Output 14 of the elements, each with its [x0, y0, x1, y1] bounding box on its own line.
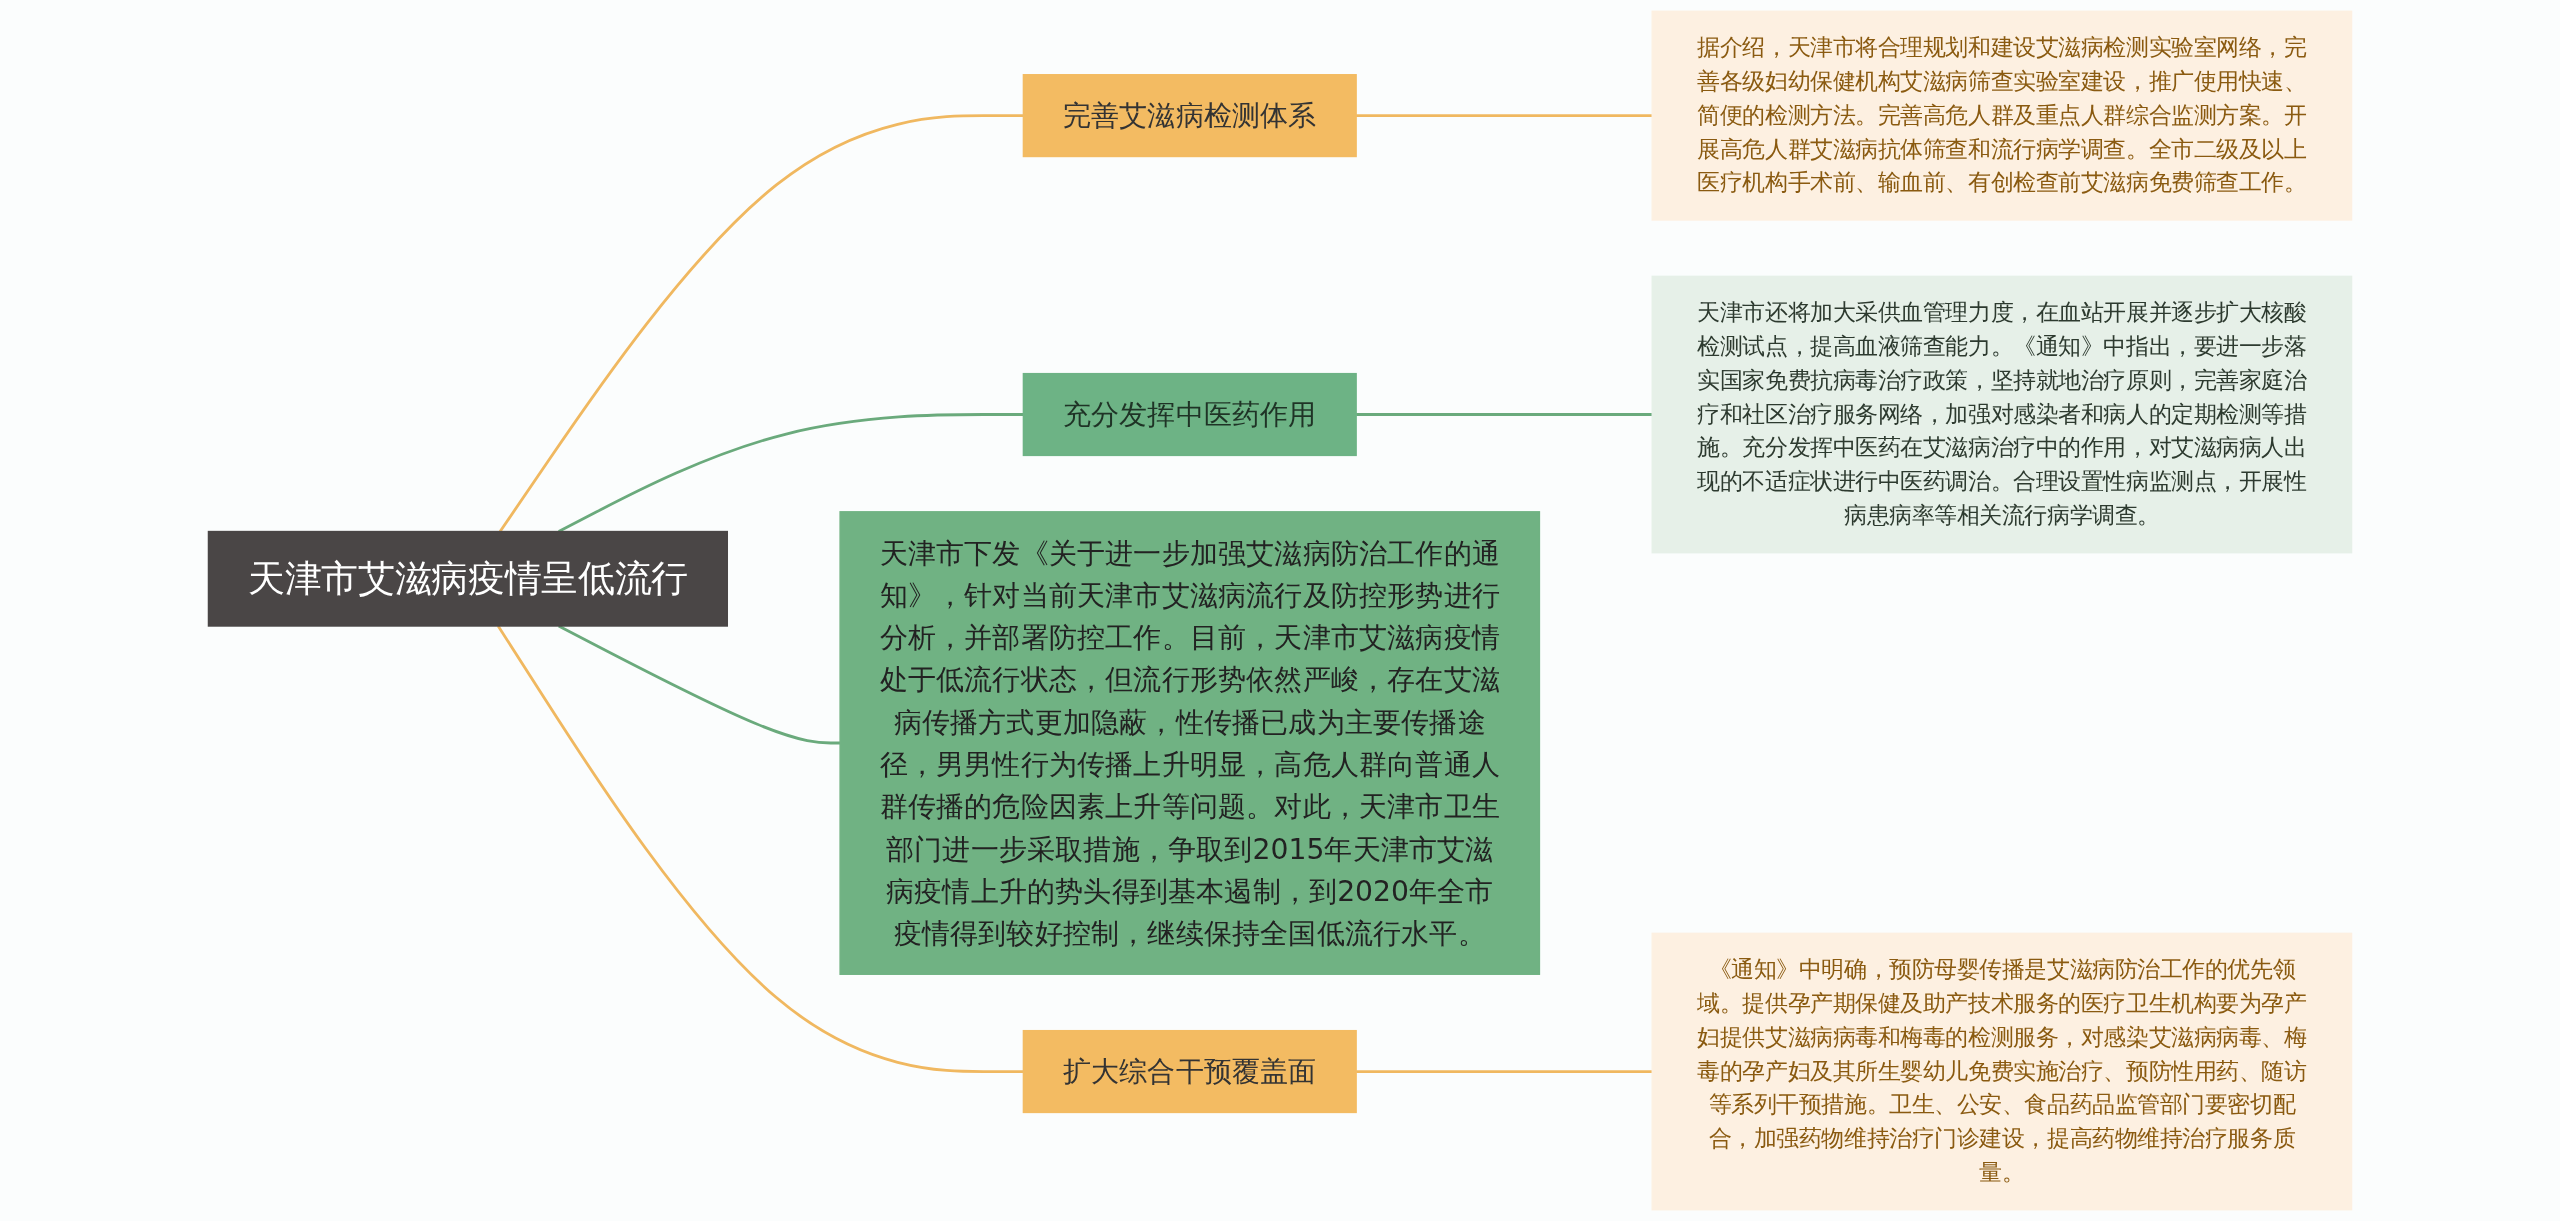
connector — [1356, 1070, 1653, 1073]
node-box: 据介绍，天津市将合理规划和建设艾滋病检测实验室网络，完善各级妇幼保健机构艾滋病筛查实验室建设，推广使用快速、简便的检测方法。完善高危人群及重点人群综合监测方案。开展高危人群艾滋病抗体筛查和流行病学调查。全市二级及以上医疗机构手术前、输血前、有创检查前艾滋病免费筛查工作。 — [1651, 10, 2353, 221]
node-box: 天津市下发《关于进一步加强艾滋病防治工作的通知》，针对当前天津市艾滋病流行及防控形势进行分析，并部署防控工作。目前，天津市艾滋病疫情处于低流行状态，但流行形势依然严峻，存在艾滋病传播方式更加隐蔽，性传播已成为主要传播途径，男男性行为传播上升明显，高危人群向普通人群传播的危险因素上升等问题。对此，天津市卫生部门进一步采取措施，争取到2015年天津市艾滋病疫情上升的势头得到基本遏制，到2020年全市疫情得到较好控制，继续保持全国低流行水平。 — [839, 511, 1541, 975]
node-box: 扩大综合干预覆盖面 — [1022, 1029, 1357, 1114]
connector — [1356, 413, 1653, 416]
node-box: 充分发挥中医药作用 — [1022, 372, 1357, 457]
connector — [496, 625, 1024, 1073]
node-box: 天津市艾滋病疫情呈低流行 — [207, 530, 728, 627]
connector — [498, 114, 1024, 533]
node-box: 《通知》中明确，预防母婴传播是艾滋病防治工作的优先领域。提供孕产期保健及助产技术服务的医疗卫生机构要为孕产妇提供艾滋病病毒和梅毒的检测服务，对感染艾滋病病毒、梅毒的孕产妇及其所生婴幼儿免费实施治疗、预防性用药、随访等系列干预措施。卫生、公安、食品药品监管部门要密切配合，加强药物维持治疗门诊建设，提高药物维持治疗服务质量。 — [1651, 932, 2353, 1211]
node-box: 天津市还将加大采供血管理力度，在血站开展并逐步扩大核酸检测试点，提高血液筛查能力。《通知》中指出，要进一步落实国家免费抗病毒治疗政策，坚持就地治疗原则，完善家庭治疗和社区治疗服务网络，加强对感染者和病人的定期检测等措施。充分发挥中医药在艾滋病治疗中的作用，对艾滋病病人出现的不适症状进行中医药调治。合理设置性病监测点，开展性病患病率等相关流行病学调查。 — [1651, 275, 2353, 554]
node-box: 完善艾滋病检测体系 — [1022, 74, 1357, 158]
connector — [1356, 114, 1653, 117]
connector — [558, 413, 1024, 533]
